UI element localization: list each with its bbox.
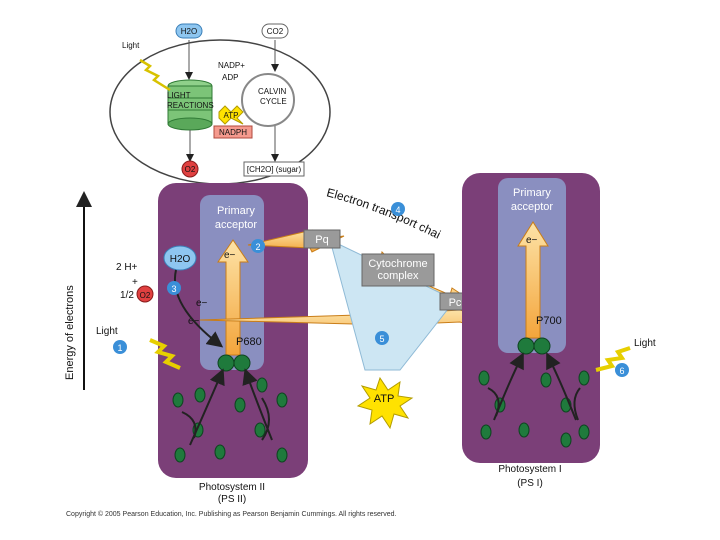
step-6-label: 6 bbox=[619, 366, 624, 376]
psii-p680-chlorophyll-1 bbox=[217, 354, 235, 372]
step-1-label: 1 bbox=[117, 343, 122, 353]
psii-h2o-icon bbox=[163, 245, 197, 271]
psi-p700-label: P700 bbox=[536, 315, 562, 327]
psii-half-label: 1/2 bbox=[120, 290, 134, 301]
nadph-box bbox=[213, 125, 253, 139]
psi-primary-acceptor-label-1: Primary bbox=[513, 187, 551, 199]
psii-p680-chlorophyll-2 bbox=[233, 354, 251, 372]
etc-atp-burst bbox=[356, 376, 414, 430]
step-5-badge bbox=[375, 331, 389, 345]
step-1-badge bbox=[113, 340, 127, 354]
nadp-label: NADP+ bbox=[218, 61, 245, 70]
sugar-label: [CH2O] (sugar) bbox=[247, 165, 302, 174]
psi-excitation-arrow bbox=[517, 221, 549, 339]
psii-electron-label-mid: e− bbox=[196, 298, 208, 309]
pc-label: Pc bbox=[449, 297, 462, 309]
step-4-badge bbox=[391, 202, 405, 216]
step-5-label: 5 bbox=[379, 334, 384, 344]
step-2-badge bbox=[251, 239, 265, 253]
overview-o2-label: O2 bbox=[185, 165, 196, 174]
cytochrome-label-2: complex bbox=[378, 270, 419, 282]
psii-electron-label-top: e− bbox=[224, 250, 236, 261]
calvin-cycle-label-2: CYCLE bbox=[260, 97, 287, 106]
psii-plus-label: + bbox=[132, 277, 138, 288]
pq-label: Pq bbox=[315, 234, 328, 246]
psii-2h-label: 2 H+ bbox=[116, 262, 138, 273]
energy-axis-label: Energy of electrons bbox=[64, 285, 76, 380]
co2-tag bbox=[261, 23, 289, 39]
step-6-badge bbox=[615, 363, 629, 377]
psii-water-split-arrow bbox=[174, 269, 224, 348]
h2o-tag bbox=[175, 23, 203, 39]
psi-energy-transfer-arrows bbox=[487, 352, 581, 421]
photosystem-ii: Primary acceptor H2O 2 H+ + 1/2 O2 e− e−… bbox=[96, 183, 308, 505]
overview-o2-icon bbox=[181, 160, 199, 178]
calvin-cycle-circle bbox=[241, 73, 295, 127]
psii-light-icon bbox=[149, 338, 181, 370]
pq-box bbox=[303, 229, 341, 249]
psi-electron-label: e− bbox=[526, 235, 538, 246]
psii-o2-label: O2 bbox=[140, 291, 151, 300]
copyright-text: Copyright © 2005 Pearson Education, Inc.… bbox=[66, 510, 396, 518]
overview-light-icon bbox=[139, 58, 171, 92]
psii-light-label: Light bbox=[96, 326, 118, 337]
step-3-label: 3 bbox=[171, 284, 176, 294]
sugar-box bbox=[243, 161, 305, 177]
psi-name-2: (PS I) bbox=[517, 478, 543, 489]
psi-light-icon bbox=[595, 346, 631, 372]
psii-primary-acceptor-label-2: acceptor bbox=[215, 219, 258, 231]
photosystem-i: Primary acceptor e− P700 Light Photosyst… bbox=[462, 173, 656, 489]
overview-atp-burst bbox=[218, 105, 244, 125]
light-reactions-label-1: LIGHT bbox=[167, 91, 191, 100]
psi-p700-chlorophyll-2 bbox=[533, 337, 551, 355]
step-3-badge bbox=[167, 281, 181, 295]
psii-energy-transfer-arrows bbox=[181, 368, 273, 446]
psii-excitation-arrow bbox=[217, 239, 249, 356]
step-4-label: 4 bbox=[395, 205, 400, 215]
psii-o2-icon bbox=[136, 285, 154, 303]
calvin-cycle-label-1: CALVIN bbox=[258, 87, 287, 96]
psii-p680-label: P680 bbox=[236, 336, 262, 348]
nadph-label: NADPH bbox=[219, 128, 247, 137]
adp-label: ADP bbox=[222, 73, 238, 82]
psii-h2o-label: H2O bbox=[170, 254, 191, 265]
step-2-label: 2 bbox=[255, 242, 260, 252]
cytochrome-label-1: Cytochrome bbox=[368, 258, 427, 270]
step-markers: 1 2 3 4 5 6 bbox=[113, 202, 629, 377]
co2-label: CO2 bbox=[267, 27, 284, 36]
energy-axis: Energy of electrons bbox=[64, 191, 92, 390]
psii-primary-acceptor-label-1: Primary bbox=[217, 205, 255, 217]
overview-light-label: Light bbox=[122, 41, 140, 50]
overview-atp-label: ATP bbox=[224, 111, 239, 120]
psii-name-1: Photosystem II bbox=[199, 482, 265, 493]
chloroplast-overview: H2O CO2 Light NADP+ ADP LIGHT REACTIONS … bbox=[109, 23, 331, 185]
cytochrome-box bbox=[361, 253, 435, 287]
psi-light-label: Light bbox=[634, 338, 656, 349]
thylakoid-stack bbox=[167, 79, 213, 131]
psii-antenna-pigments bbox=[172, 377, 288, 463]
psi-p700-chlorophyll-1 bbox=[517, 337, 535, 355]
psi-name-1: Photosystem I bbox=[498, 464, 561, 475]
h2o-label: H2O bbox=[181, 27, 197, 36]
etc-atp-label: ATP bbox=[374, 393, 395, 405]
psii-name-2: (PS II) bbox=[218, 494, 246, 505]
light-reactions-label-2: REACTIONS bbox=[167, 101, 214, 110]
psi-primary-acceptor-label-2: acceptor bbox=[511, 201, 554, 213]
